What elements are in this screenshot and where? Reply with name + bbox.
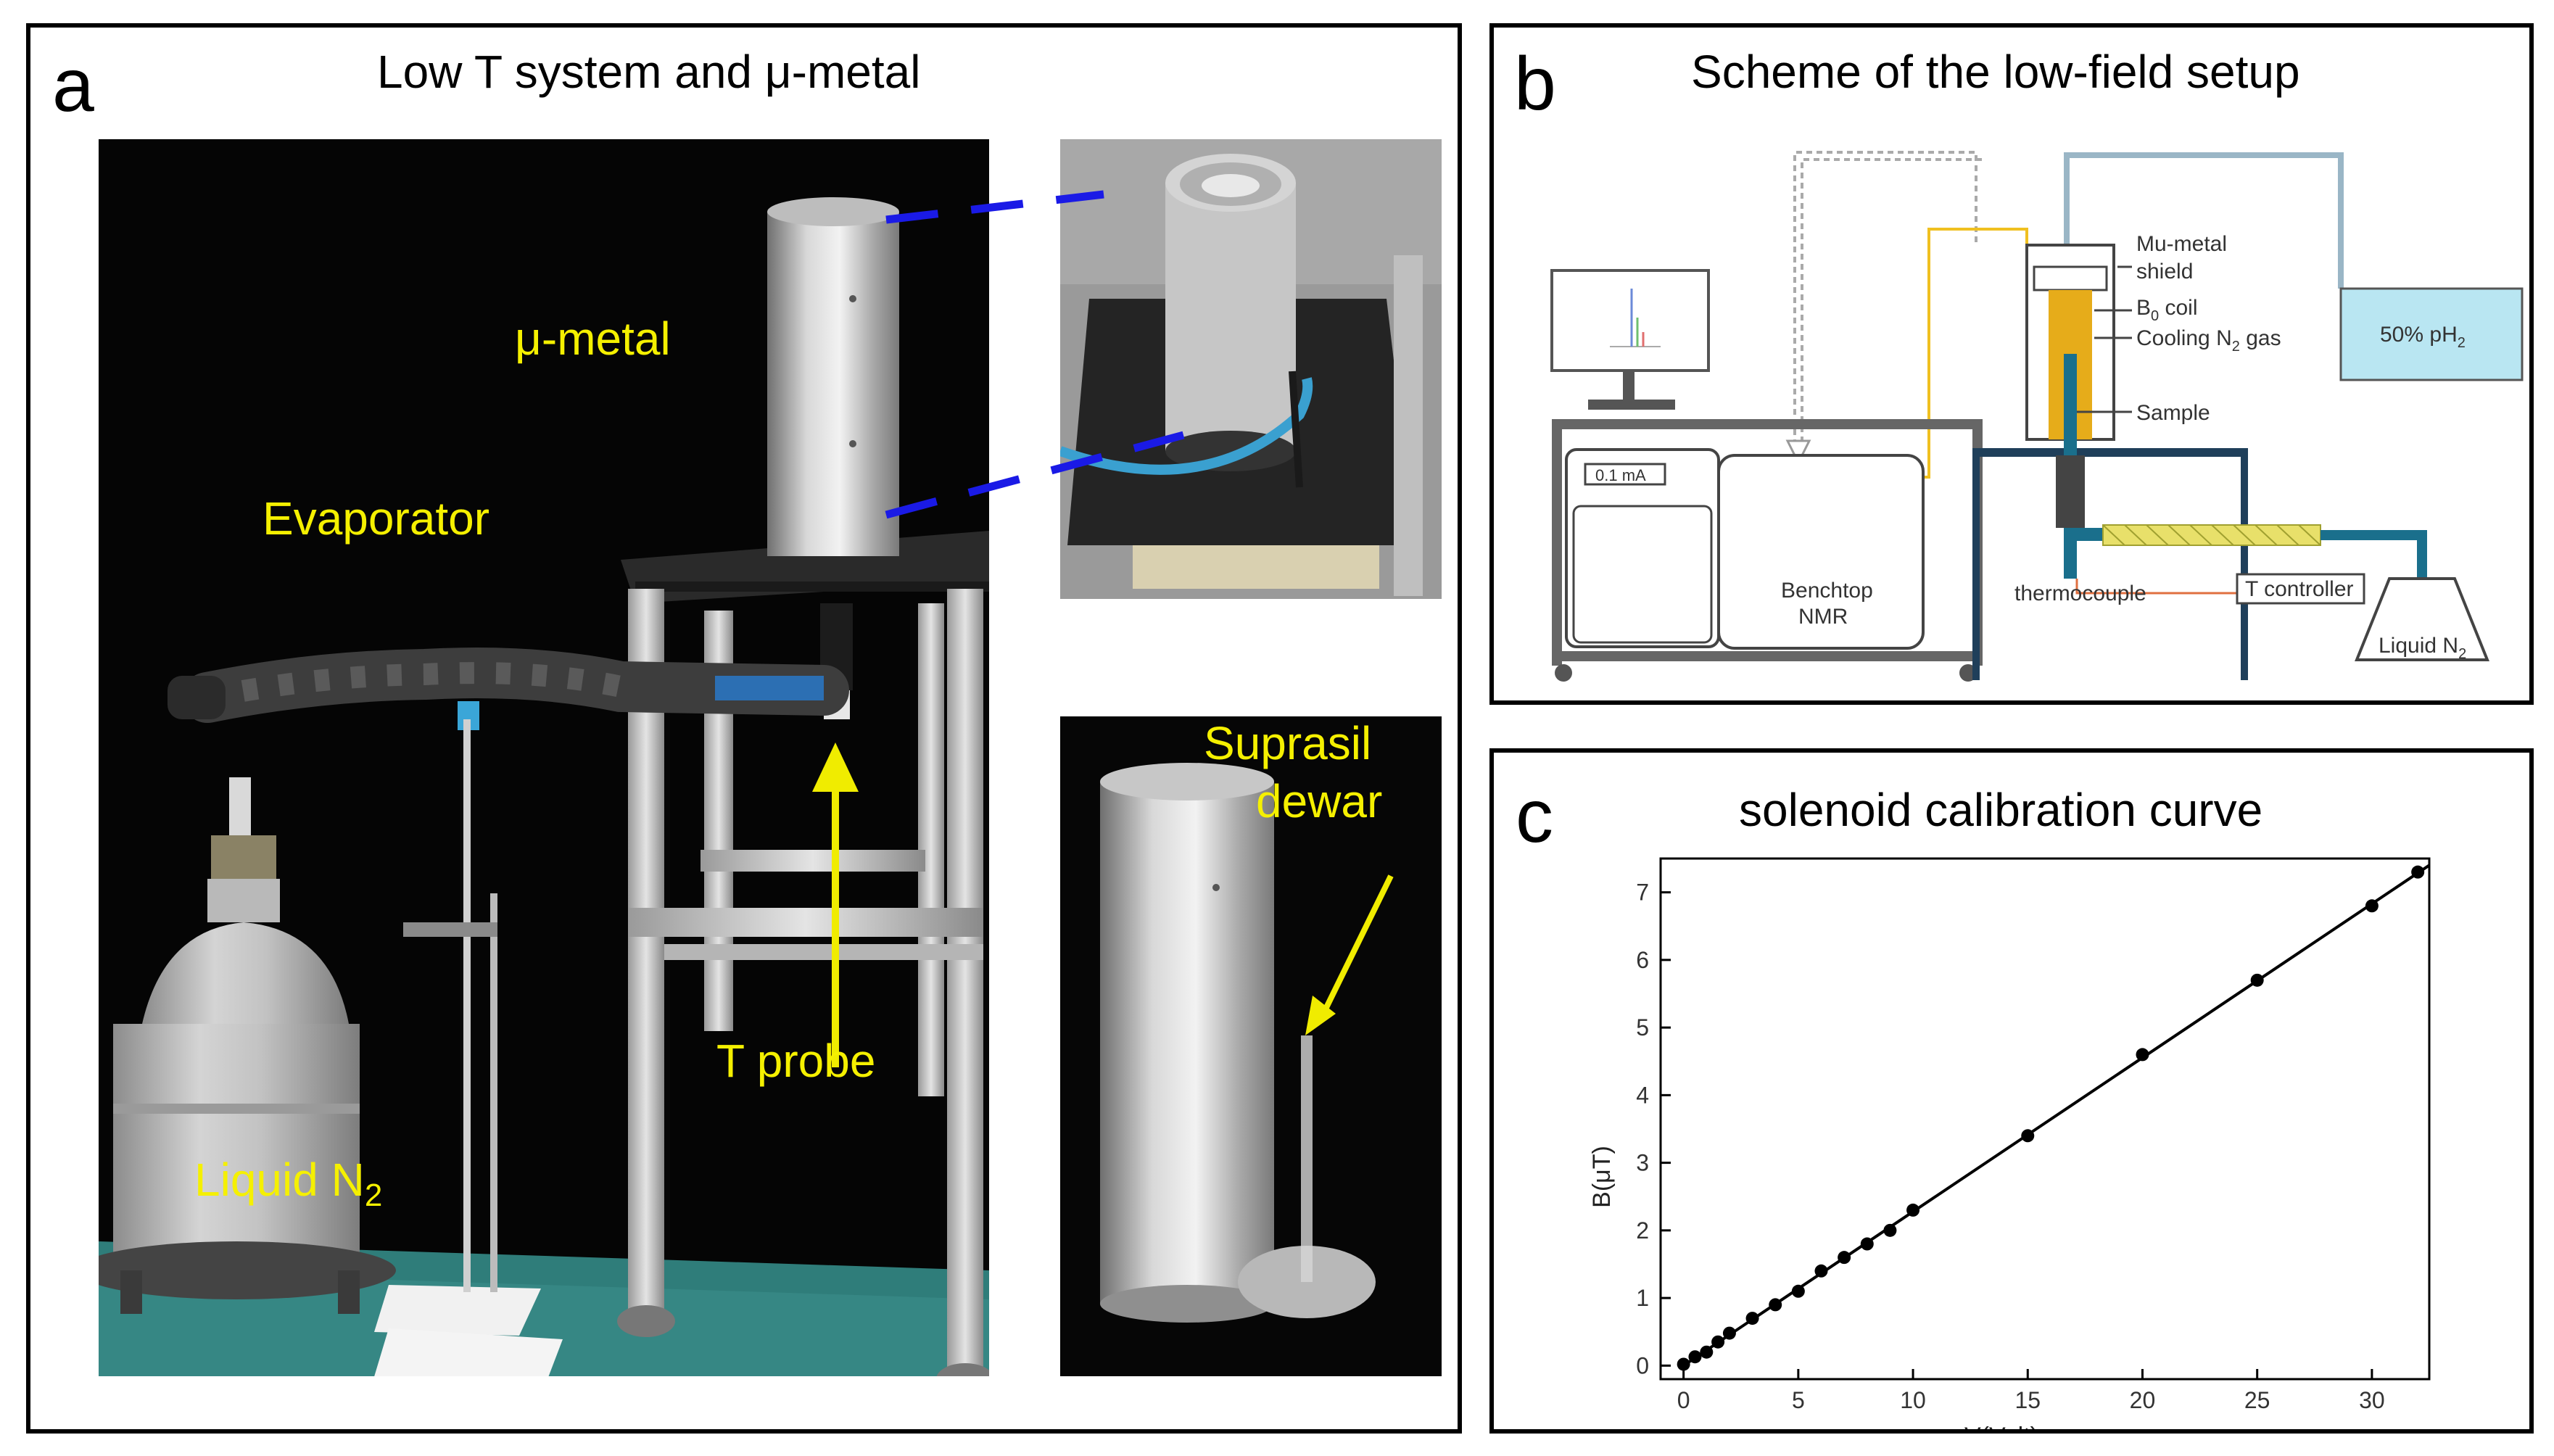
liquid-n2-scheme-text: Liquid N [2379,634,2458,658]
thermocouple-label: thermocouple [2014,582,2146,605]
t-probe-label: T probe [716,1035,876,1087]
liquid-n2-text: Liquid N [194,1154,365,1206]
low-field-setup-scheme: Mu-metal shield B0 coil Cooling N2 gas 5… [1550,151,2524,682]
suprasil-label: Suprasil [1204,717,1372,769]
cooling-gas-rest: gas [2240,326,2281,350]
benchtop-label-2: NMR [1798,605,1848,629]
fit-line [1682,864,2431,1368]
data-point [2250,973,2264,987]
axis-ticks: 0 5 10 15 20 25 30 0 1 2 3 4 5 6 7 [1636,880,2384,1413]
x-axis-label: V(Volt) [1964,1423,2038,1429]
evaporator-label: Evaporator [263,492,490,545]
x-tick-label: 0 [1677,1387,1690,1413]
data-point [1906,1203,1920,1217]
data-point [1688,1350,1702,1364]
panel-a-title: Low T system and μ-metal [377,46,921,98]
y-tick-label: 7 [1636,880,1649,906]
y-tick-label: 2 [1636,1217,1649,1244]
x-tick-label: 20 [2130,1387,2156,1413]
cooling-gas-text: Cooling N [2136,326,2232,350]
y-tick-label: 1 [1636,1285,1649,1311]
y-tick-label: 5 [1636,1014,1649,1041]
panel-b-letter: b [1514,42,1556,126]
main-setup-illustration [99,197,989,1376]
main-setup-photo [99,139,989,1376]
suprasil-dewar-illustration [1060,716,1442,1376]
data-point [2021,1129,2035,1143]
panel-c-letter: c [1516,774,1553,859]
x-tick-label: 30 [2359,1387,2385,1413]
data-point [1814,1264,1828,1278]
liquid-n2-label: Liquid N2 [194,1153,382,1214]
panel-a-letter: a [52,44,94,128]
x-tick-label: 10 [1900,1387,1926,1413]
data-point [1860,1237,1874,1251]
panel-b: b Scheme of the low-field setup [1489,23,2534,705]
x-tick-label: 15 [2014,1387,2041,1413]
data-point [1722,1326,1736,1340]
ph2-sub: 2 [2458,335,2466,351]
y-tick-label: 4 [1636,1082,1649,1108]
calibration-chart: 0 5 10 15 20 25 30 0 1 2 3 4 5 6 7 V(Volt) B(μT) [1588,857,2431,1429]
dewar-label: dewar [1256,775,1383,827]
data-point [2411,865,2425,879]
data-points [1677,865,2425,1371]
panel-a: a Low T system and μ-metal [26,23,1462,1434]
x-tick-label: 25 [2244,1387,2270,1413]
data-point [1838,1251,1851,1265]
b0-coil-b: B [2136,296,2151,320]
suprasil-dewar-inset-photo [1060,716,1442,1376]
data-point [1677,1357,1690,1371]
ph2-label: 50% pH2 [2380,323,2466,351]
benchtop-label-1: Benchtop [1781,579,1873,603]
liquid-n2-scheme-label: Liquid N2 [2379,634,2466,662]
mu-metal-label: μ-metal [515,313,671,365]
liquid-n2-subscript: 2 [364,1177,383,1213]
b0-coil-rest: coil [2159,296,2197,320]
ph2-text: 50% pH [2380,323,2458,347]
data-point [2365,899,2379,913]
current-readout: 0.1 mA [1595,466,1646,484]
panel-c-title: solenoid calibration curve [1739,784,2263,836]
data-point [1769,1298,1782,1312]
b0-coil-label: B0 coil [2136,296,2198,324]
b0-coil-sub: 0 [2151,308,2159,324]
plot-frame [1659,857,2431,1381]
data-point [1700,1345,1714,1359]
mu-metal-inset-illustration [1060,139,1442,599]
cooling-gas-label: Cooling N2 gas [2136,326,2281,355]
y-tick-label: 0 [1636,1352,1649,1378]
panel-b-title: Scheme of the low-field setup [1691,46,2300,98]
data-point [1745,1312,1759,1325]
mu-metal-shield-label-2: shield [2136,260,2193,284]
x-tick-label: 5 [1792,1387,1805,1413]
data-point [1711,1335,1725,1349]
mu-metal-shield-label-1: Mu-metal [2136,232,2227,256]
data-point [1791,1284,1805,1298]
y-tick-label: 6 [1636,947,1649,973]
y-tick-label: 3 [1636,1150,1649,1176]
inset-connector-lines [885,190,1185,519]
t-controller-label: T controller [2245,577,2354,601]
y-axis-label: B(μT) [1588,1146,1616,1208]
data-point [2136,1048,2149,1062]
cooling-gas-sub: 2 [2232,339,2240,355]
mu-metal-inset-photo [1060,139,1442,599]
data-point [1883,1223,1897,1237]
sample-label: Sample [2136,401,2210,425]
liquid-n2-scheme-sub: 2 [2458,646,2466,662]
